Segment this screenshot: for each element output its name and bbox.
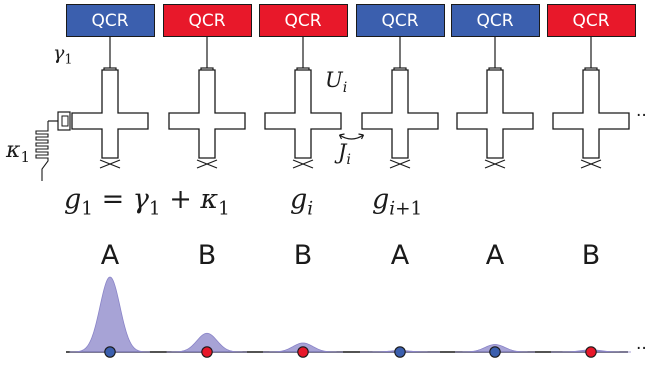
site-dot-4 — [394, 346, 406, 358]
ground-icon — [580, 159, 602, 169]
g1-equation: g1 = γ1 + κ1 — [64, 184, 230, 220]
site-type-label-6: B — [581, 240, 601, 271]
kappa-label: κ1 — [6, 138, 30, 167]
qcr-box-5: QCR — [450, 4, 540, 37]
drive-coupler-inner — [61, 115, 69, 127]
gamma-label: γ1 — [53, 42, 73, 68]
site-dot-3 — [297, 346, 309, 358]
qcr-box-1: QCR — [65, 4, 155, 37]
chain-continuation-bottom: ·· — [636, 339, 647, 359]
population-peak-1 — [69, 276, 151, 353]
site-dot-2 — [201, 346, 213, 358]
site-type-label-1: A — [100, 240, 120, 271]
ground-icon — [389, 159, 411, 169]
transmon-4 — [361, 69, 439, 159]
population-peak-2 — [166, 332, 248, 353]
site-dot-5 — [489, 346, 501, 358]
ground-icon — [99, 159, 121, 169]
j-label: Ji — [338, 140, 351, 168]
qcr-box-2: QCR — [162, 4, 252, 37]
qcr-box-6: QCR — [546, 4, 636, 37]
chain-continuation-top: ·· — [636, 106, 647, 126]
transmon-2 — [168, 69, 246, 159]
site-type-label-4: A — [390, 240, 410, 271]
gi-label: gi — [290, 184, 314, 220]
site-dot-6 — [585, 346, 597, 358]
site-dot-1 — [104, 346, 116, 358]
transmon-6 — [552, 69, 630, 159]
qcr-box-4: QCR — [355, 4, 445, 37]
ground-icon — [292, 159, 314, 169]
site-type-label-5: A — [485, 240, 505, 271]
coupling-arrowhead-right — [358, 133, 365, 140]
transmon-3 — [264, 69, 342, 159]
ground-icon — [196, 159, 218, 169]
u-label: Ui — [325, 68, 348, 96]
qcr-box-3: QCR — [258, 4, 348, 37]
coupling-arrowhead-left — [338, 133, 345, 140]
gi1-label: gi+1 — [372, 184, 423, 220]
drive-meander-icon — [35, 121, 49, 181]
site-type-label-3: B — [293, 240, 313, 271]
transmon-1 — [71, 69, 149, 159]
coupling-arrow-icon — [339, 134, 364, 140]
transmon-5 — [456, 69, 534, 159]
site-type-label-2: B — [197, 240, 217, 271]
ground-icon — [484, 159, 506, 169]
